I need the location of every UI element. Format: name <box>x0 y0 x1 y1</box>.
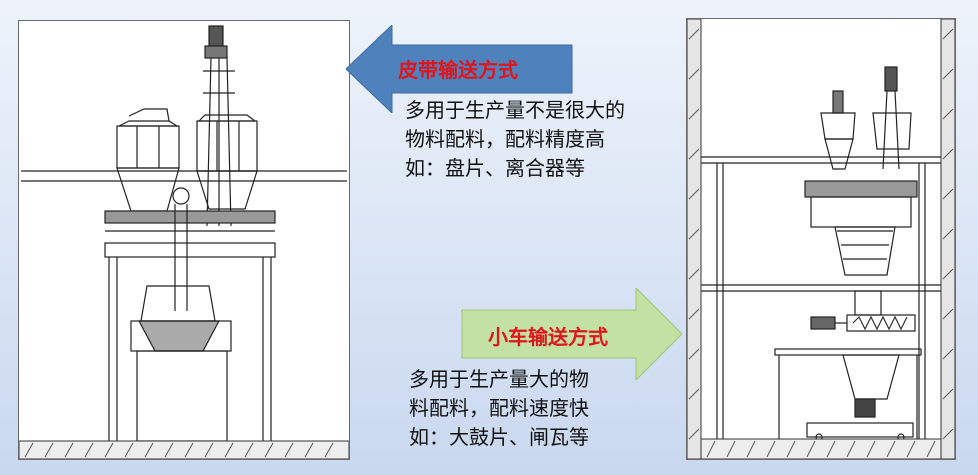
belt-drawing-svg <box>19 25 349 459</box>
belt-conveyor-drawing <box>18 20 350 460</box>
cart-desc-line-3: 如：大鼓片、闸瓦等 <box>409 425 589 449</box>
right-arrow-icon <box>461 286 683 382</box>
cart-conveyor-drawing <box>686 18 956 460</box>
belt-conveyor-arrow: 皮带输送方式 <box>345 23 578 115</box>
belt-conveyor-title: 皮带输送方式 <box>398 58 518 82</box>
belt-desc-line-2: 物料配料，配料精度高 <box>405 127 605 151</box>
cart-drawing-svg <box>687 19 955 459</box>
cart-conveyor-title: 小车输送方式 <box>488 325 608 349</box>
cart-conveyor-description: 多用于生产量大的物 料配料，配料速度快 如：大鼓片、闸瓦等 <box>409 365 589 452</box>
cart-desc-line-2: 料配料，配料速度快 <box>409 396 589 420</box>
belt-desc-line-3: 如：盘片、离合器等 <box>405 156 585 180</box>
belt-desc-line-1: 多用于生产量不是很大的 <box>405 98 625 122</box>
cart-conveyor-arrow: 小车输送方式 <box>460 286 683 382</box>
belt-conveyor-description: 多用于生产量不是很大的 物料配料，配料精度高 如：盘片、离合器等 <box>405 96 625 183</box>
cart-desc-line-1: 多用于生产量大的物 <box>409 367 589 391</box>
left-arrow-icon <box>345 23 573 115</box>
